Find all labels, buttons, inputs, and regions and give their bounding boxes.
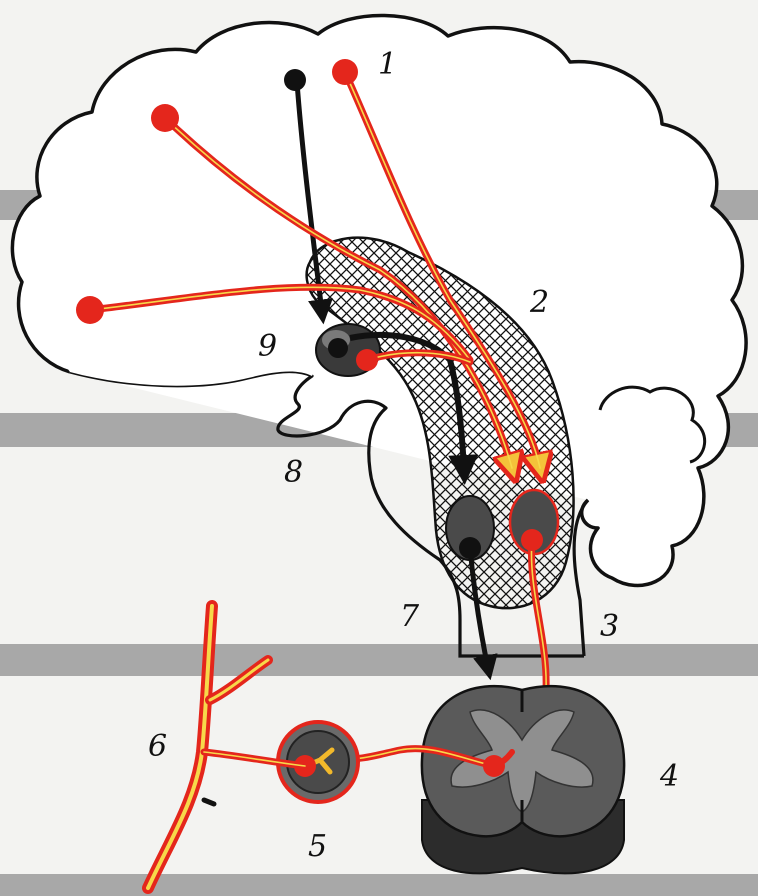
label-8: 8 [284,455,303,490]
band [0,874,758,896]
red-neuron-brainstem [521,529,543,551]
nerve-ending-mark [204,800,214,804]
motor-neuron-brainstem [459,537,481,559]
label-6: 6 [148,729,167,764]
red-neuron-spinal [483,755,505,777]
red-neuron-thalamus [356,349,378,371]
label-1: 1 [378,47,397,82]
spinal-cord-section [422,686,624,873]
red-neuron-1 [332,59,358,85]
label-7: 7 [400,599,420,634]
red-neuron-3 [76,296,104,324]
label-5: 5 [308,829,327,864]
label-3: 3 [600,609,619,644]
label-4: 4 [659,759,679,794]
red-neuron-2 [151,104,179,132]
motor-neuron-thalamus [328,338,348,358]
motor-neuron-cortex [284,69,306,91]
label-9: 9 [258,329,277,364]
label-2: 2 [529,285,549,320]
band [0,644,758,676]
